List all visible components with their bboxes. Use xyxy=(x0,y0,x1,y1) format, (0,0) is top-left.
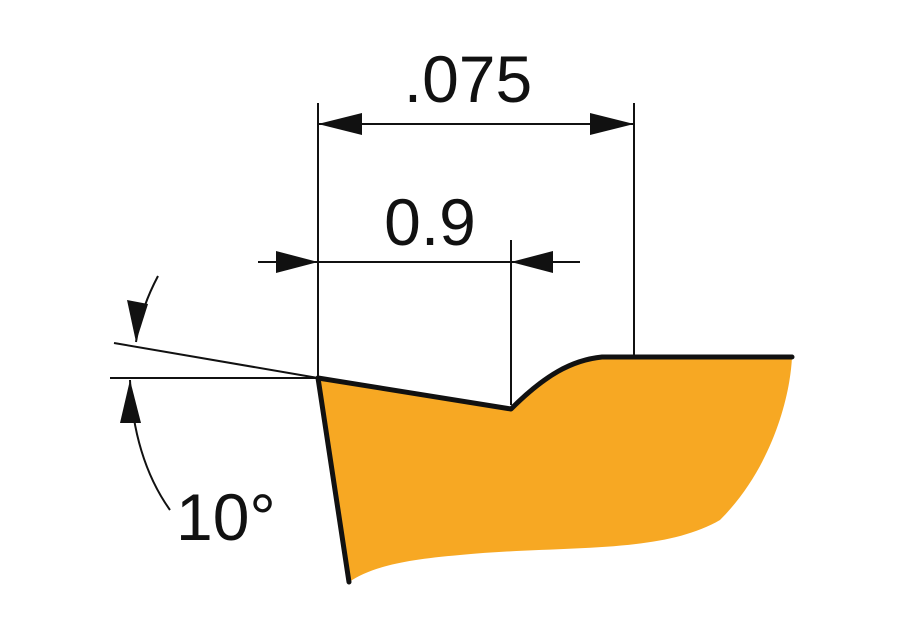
angle-arc-lower xyxy=(129,379,171,511)
arrowhead-overall-right xyxy=(590,113,634,135)
arrowhead-land-right xyxy=(511,251,553,273)
insert-flank-edge xyxy=(315,375,352,585)
angle-label: 10° xyxy=(176,480,276,554)
dimension-label-overall: .075 xyxy=(404,42,532,116)
arrowhead-overall-left xyxy=(318,113,362,135)
dimension-label-land: 0.9 xyxy=(384,185,476,259)
insert-top-edge xyxy=(315,354,795,412)
arrowhead-angle-lower xyxy=(120,380,141,423)
insert-body xyxy=(318,357,792,582)
arrowhead-land-left xyxy=(276,251,318,273)
angle-reference-inclined xyxy=(113,342,319,379)
arrowhead-angle-upper xyxy=(127,300,148,342)
